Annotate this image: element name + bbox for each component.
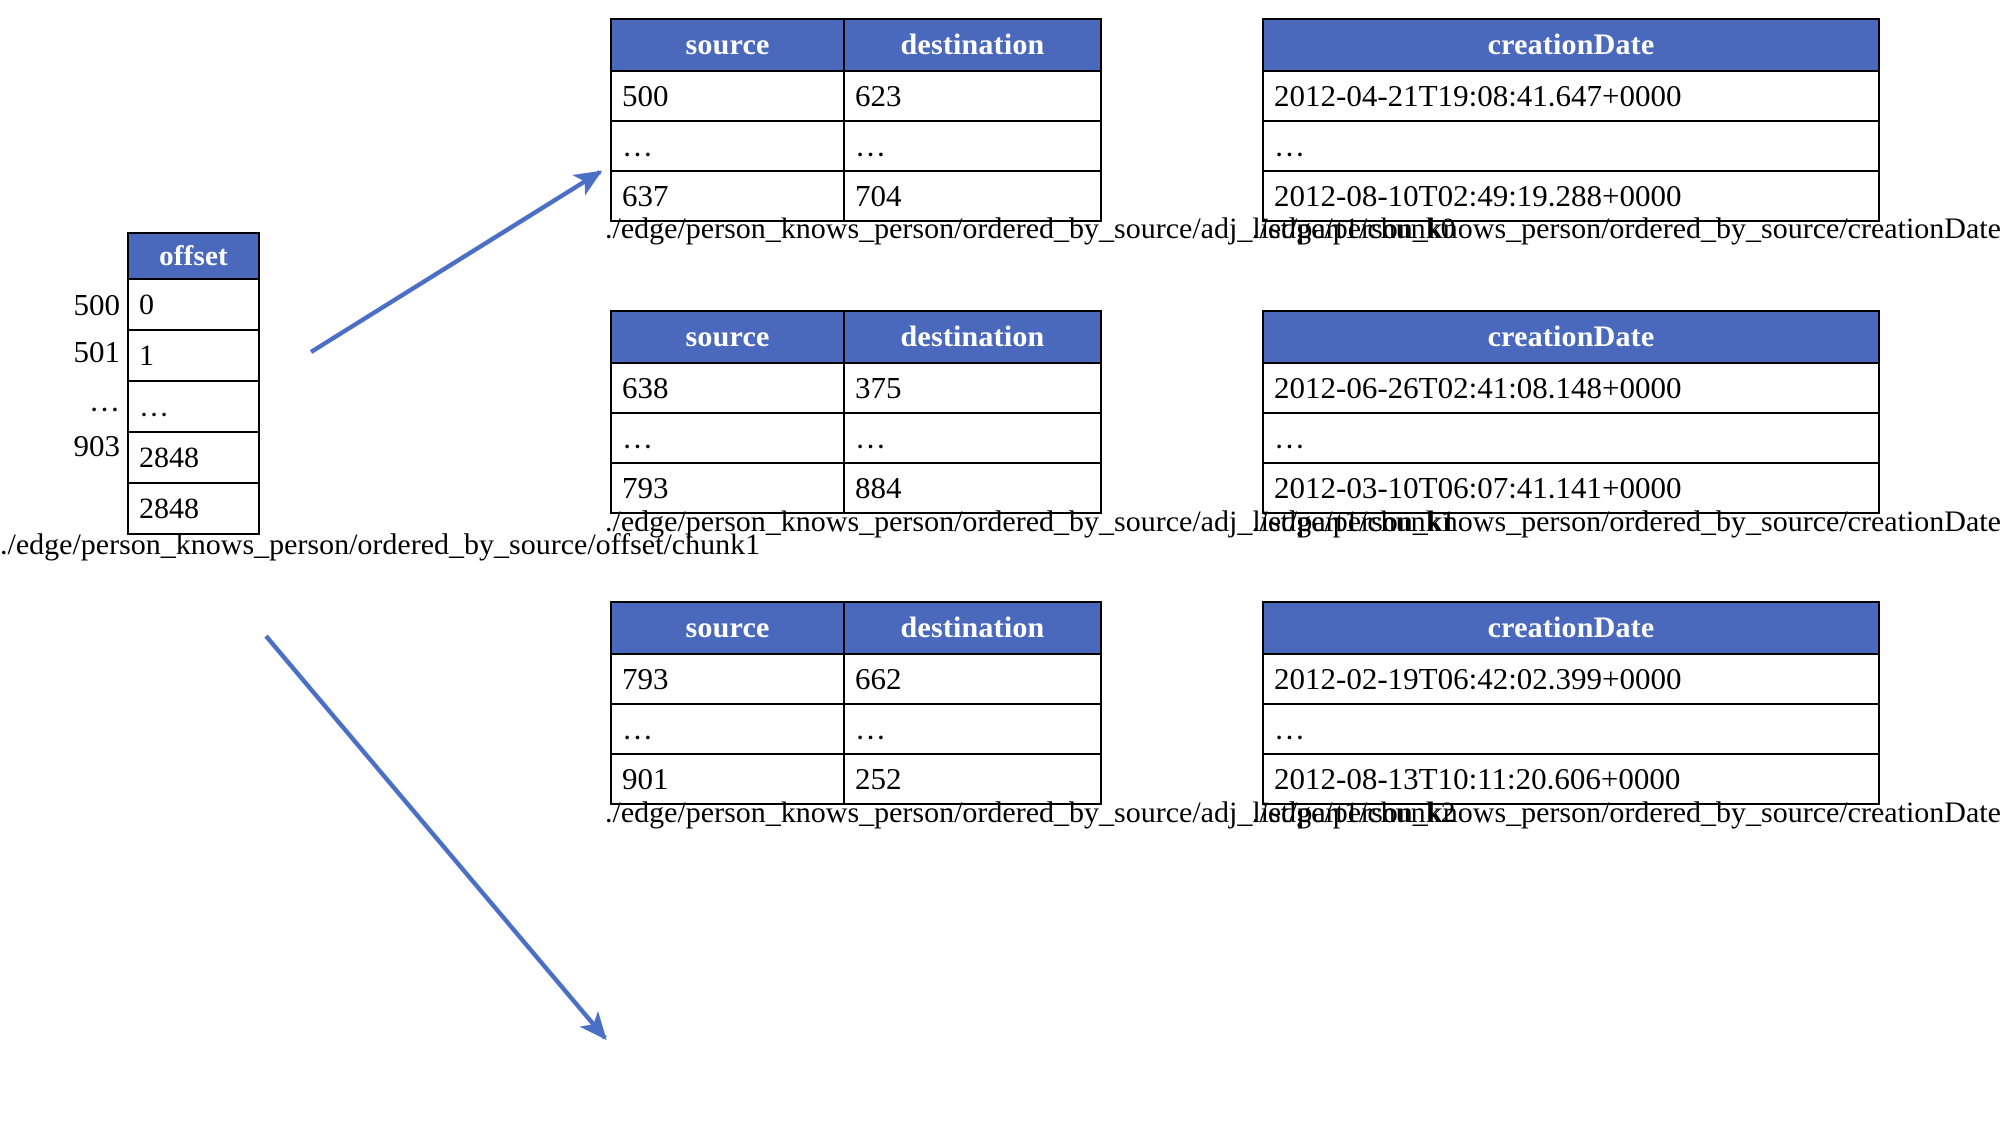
source-cell: 638 [610, 362, 845, 414]
offset-value-cell: 2848 [127, 482, 260, 535]
source-cell: … [610, 120, 845, 172]
offset-value-cell: 1 [127, 329, 260, 382]
table-header-row: source destination [610, 601, 1102, 655]
offset-value-cell: 2848 [127, 431, 260, 484]
destination-header: destination [843, 18, 1102, 72]
offset-table-caption: ./edge/person_knows_person/ordered_by_so… [0, 528, 761, 561]
destination-cell: … [843, 412, 1102, 464]
chunk2-creationdate-table: creationDate 2012-02-19T06:42:02.399+000… [1262, 601, 1880, 805]
table-row: 793 884 [610, 462, 1102, 514]
offset-row-label-3: 903 [73, 428, 121, 463]
table-row: 637 704 [610, 170, 1102, 222]
table-row: … [1262, 120, 1880, 172]
table-row: 2012-08-13T10:11:20.606+0000 [1262, 753, 1880, 805]
destination-cell: 375 [843, 362, 1102, 414]
table-row: … [1262, 412, 1880, 464]
table-row: … … [610, 412, 1102, 464]
table-row: 2012-02-19T06:42:02.399+0000 [1262, 653, 1880, 705]
table-header-row: source destination [610, 18, 1102, 72]
source-cell: 793 [610, 462, 845, 514]
table-header-row: source destination [610, 310, 1102, 364]
offset-value-cell: 0 [127, 278, 260, 331]
creationdate-cell: … [1262, 412, 1880, 464]
chunk2-adj-caption: ./edge/person_knows_person/ordered_by_so… [605, 796, 1456, 829]
offset-row-0: 0 [127, 278, 260, 331]
destination-cell: 884 [843, 462, 1102, 514]
creationdate-header: creationDate [1262, 18, 1880, 72]
table-row: 500 623 [610, 70, 1102, 122]
creationdate-header: creationDate [1262, 310, 1880, 364]
creationdate-cell: 2012-04-21T19:08:41.647+0000 [1262, 70, 1880, 122]
table-row: 2012-04-21T19:08:41.647+0000 [1262, 70, 1880, 122]
creationdate-cell: … [1262, 703, 1880, 755]
source-header: source [610, 601, 845, 655]
creationdate-cell: 2012-03-10T06:07:41.141+0000 [1262, 462, 1880, 514]
offset-value-cell: … [127, 380, 260, 433]
offset-header-row: offset [127, 232, 260, 280]
table-row: … [1262, 703, 1880, 755]
chunk1-creationdate-caption: ./edge/person_knows_person/ordered_by_so… [1252, 505, 2000, 538]
table-header-row: creationDate [1262, 18, 1880, 72]
source-cell: … [610, 412, 845, 464]
source-header: source [610, 18, 845, 72]
creationdate-cell: 2012-08-13T10:11:20.606+0000 [1262, 753, 1880, 805]
chunk0-adj-caption: ./edge/person_knows_person/ordered_by_so… [605, 212, 1456, 245]
offset-table: offset 0 1 … 2848 2848 [127, 232, 260, 535]
creationdate-cell: 2012-02-19T06:42:02.399+0000 [1262, 653, 1880, 705]
destination-cell: … [843, 703, 1102, 755]
table-row: 2012-06-26T02:41:08.148+0000 [1262, 362, 1880, 414]
offset-row-3: 2848 [127, 431, 260, 484]
destination-header: destination [843, 601, 1102, 655]
chunk0-adj-table: source destination 500 623 … … 637 704 [610, 18, 1102, 222]
offset-to-chunk0-arrow [309, 170, 603, 354]
creationdate-cell: 2012-08-10T02:49:19.288+0000 [1262, 170, 1880, 222]
chunk1-creationdate-table: creationDate 2012-06-26T02:41:08.148+000… [1262, 310, 1880, 514]
table-row: … … [610, 120, 1102, 172]
chunk2-creationdate-caption: ./edge/person_knows_person/ordered_by_so… [1252, 796, 2000, 829]
table-row: 901 252 [610, 753, 1102, 805]
source-cell: 500 [610, 70, 845, 122]
offset-row-label-2: … [89, 383, 120, 418]
table-header-row: creationDate [1262, 310, 1880, 364]
table-row: 2012-03-10T06:07:41.141+0000 [1262, 462, 1880, 514]
creationdate-header: creationDate [1262, 601, 1880, 655]
offset-row-2: … [127, 380, 260, 433]
table-row: 638 375 [610, 362, 1102, 414]
destination-cell: … [843, 120, 1102, 172]
source-cell: 637 [610, 170, 845, 222]
source-header: source [610, 310, 845, 364]
table-row: 793 662 [610, 653, 1102, 705]
chunk0-creationdate-table: creationDate 2012-04-21T19:08:41.647+000… [1262, 18, 1880, 222]
offset-header-cell: offset [127, 232, 260, 280]
offset-row-label-0: 500 [73, 287, 121, 322]
chunk0-creationdate-caption: ./edge/person_knows_person/ordered_by_so… [1252, 212, 2000, 245]
chunk1-adj-table: source destination 638 375 … … 793 884 [610, 310, 1102, 514]
table-row: 2012-08-10T02:49:19.288+0000 [1262, 170, 1880, 222]
destination-cell: 252 [843, 753, 1102, 805]
source-cell: 901 [610, 753, 845, 805]
creationdate-cell: 2012-06-26T02:41:08.148+0000 [1262, 362, 1880, 414]
destination-cell: 704 [843, 170, 1102, 222]
offset-row-label-1: 501 [73, 334, 121, 369]
destination-header: destination [843, 310, 1102, 364]
chunk2-adj-table: source destination 793 662 … … 901 252 [610, 601, 1102, 805]
chunk1-adj-caption: ./edge/person_knows_person/ordered_by_so… [605, 505, 1456, 538]
offset-row-1: 1 [127, 329, 260, 382]
creationdate-cell: … [1262, 120, 1880, 172]
table-row: … … [610, 703, 1102, 755]
destination-cell: 662 [843, 653, 1102, 705]
source-cell: … [610, 703, 845, 755]
destination-cell: 623 [843, 70, 1102, 122]
offset-to-chunk2-arrow [264, 634, 607, 1041]
table-header-row: creationDate [1262, 601, 1880, 655]
offset-row-4: 2848 [127, 482, 260, 535]
source-cell: 793 [610, 653, 845, 705]
